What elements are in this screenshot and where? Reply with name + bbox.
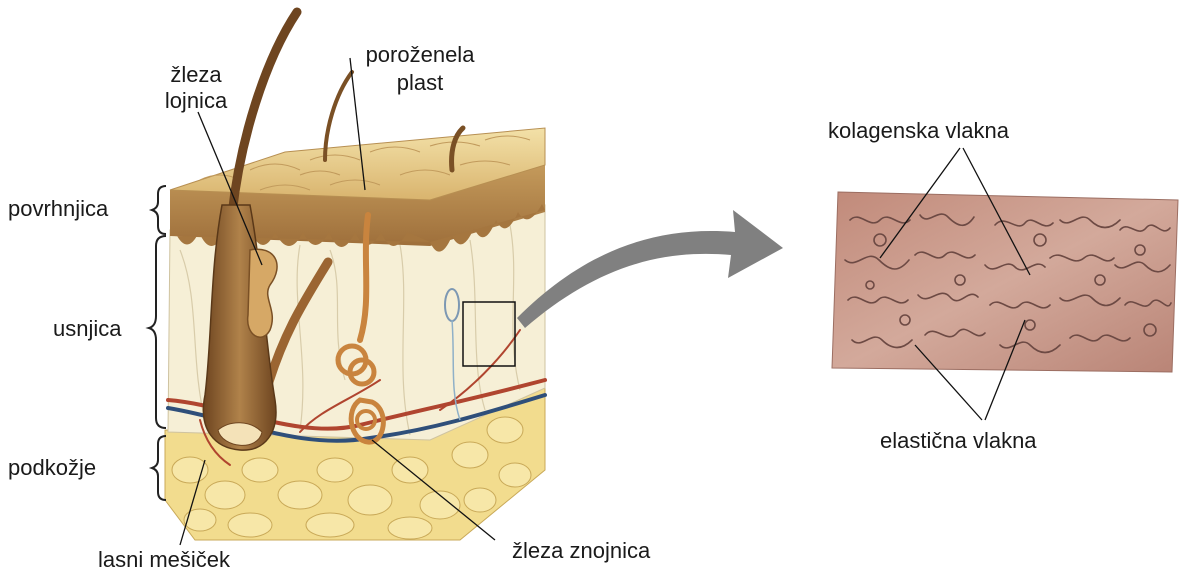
label-dermis: usnjica xyxy=(53,316,121,342)
brace-dermis xyxy=(149,236,166,428)
layer-braces xyxy=(149,186,166,500)
magnify-arrow xyxy=(517,210,783,328)
label-stratum-corneum-line1: poroženela xyxy=(350,42,490,68)
label-stratum-corneum-line2: plast xyxy=(380,70,460,96)
label-hypodermis: podkožje xyxy=(8,455,96,481)
brace-hypodermis xyxy=(152,436,166,500)
label-elastic-fibers: elastična vlakna xyxy=(880,428,1037,454)
brace-epidermis xyxy=(152,186,166,234)
label-epidermis: povrhnjica xyxy=(8,196,108,222)
label-collagen-fibers: kolagenska vlakna xyxy=(828,118,1009,144)
label-sebaceous-gland-line1: žleza xyxy=(160,62,232,88)
label-sebaceous-gland-line2: lojnica xyxy=(152,88,240,114)
label-sweat-gland: žleza znojnica xyxy=(512,538,650,564)
label-hair-follicle: lasni mešiček xyxy=(98,547,230,573)
tissue-sample xyxy=(832,192,1178,372)
